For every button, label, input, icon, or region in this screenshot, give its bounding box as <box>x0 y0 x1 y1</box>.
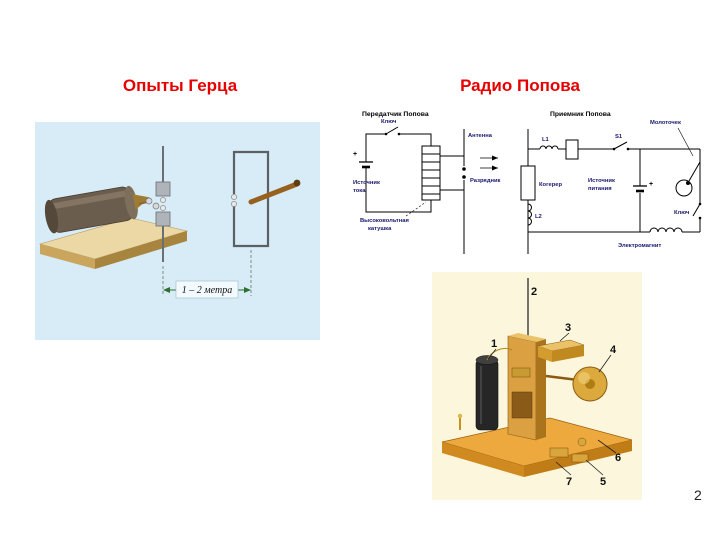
label-transmitter-title: Передатчик Попова <box>362 111 429 118</box>
title-hertz-experiments: Опыты Герца <box>122 76 238 95</box>
label-source-line1: Источник <box>353 180 380 186</box>
top-block <box>537 339 585 362</box>
hertz-drawing: 1 – 2 метра <box>38 146 301 299</box>
spark-gap <box>138 197 160 210</box>
dimension-arrow: 1 – 2 метра <box>162 250 252 299</box>
callout-numbers: 1 2 3 4 5 6 7 <box>491 286 621 488</box>
label-source-line2: тока <box>353 188 366 194</box>
callout-leaders <box>487 332 617 476</box>
induction-coil-cylinder <box>44 185 150 234</box>
callout-1: 1 <box>491 338 497 350</box>
circuit-wires <box>359 126 701 254</box>
popov-circuit-figure: Передатчик Попова Приемник Попова Ключ +… <box>352 104 714 266</box>
slide-page-number: 2 <box>694 487 702 503</box>
callout-2: 2 <box>531 286 537 298</box>
callout-5: 5 <box>600 476 606 488</box>
label-l2: L2 <box>535 214 542 220</box>
dimension-label: 1 – 2 метра <box>182 285 232 296</box>
label-l1: L1 <box>542 137 550 143</box>
callout-3: 3 <box>565 322 571 334</box>
label-coil-line2: катушка <box>368 226 392 232</box>
coherer-tube <box>475 355 499 431</box>
label-receiver-title: Приемник Попова <box>550 111 611 118</box>
label-power-line2: питания <box>588 186 612 192</box>
resonator-loop <box>231 150 301 248</box>
title-popov-radio: Радио Попова <box>460 76 580 95</box>
label-electromagnet: Электромагнит <box>618 243 661 249</box>
callout-6: 6 <box>615 452 621 464</box>
receiver-drawing: 1 2 3 4 5 6 7 <box>432 272 642 500</box>
circuit-dots <box>384 132 702 220</box>
label-spark-gap: Разрядник <box>470 178 501 184</box>
dipole-antenna <box>155 146 171 262</box>
circuit-labels: Передатчик Попова Приемник Попова Ключ +… <box>353 111 689 249</box>
vertical-panel <box>507 333 546 441</box>
label-key-rx: Ключ <box>674 210 689 216</box>
label-key-tx: Ключ <box>381 119 396 125</box>
label-coherer: Когерер <box>539 182 562 188</box>
label-s1: S1 <box>615 134 623 140</box>
hertz-experiment-figure: 1 – 2 метра <box>35 122 320 340</box>
label-coil-line1: Высоковольтная <box>360 218 409 224</box>
callout-7: 7 <box>566 476 572 488</box>
callout-4: 4 <box>610 344 617 356</box>
coil-label-leader <box>405 201 427 217</box>
bell <box>545 366 608 402</box>
circuit-schematic: Передатчик Попова Приемник Попова Ключ +… <box>353 111 702 254</box>
popov-receiver-figure: 1 2 3 4 5 6 7 <box>432 272 642 500</box>
label-antenna: Антенна <box>468 133 493 139</box>
label-plus-tx: + <box>353 151 357 158</box>
label-plus-rx: + <box>649 181 653 188</box>
brass-details <box>457 347 589 463</box>
label-hammer: Молоточек <box>650 120 681 126</box>
label-power-line1: Источник <box>588 178 615 184</box>
